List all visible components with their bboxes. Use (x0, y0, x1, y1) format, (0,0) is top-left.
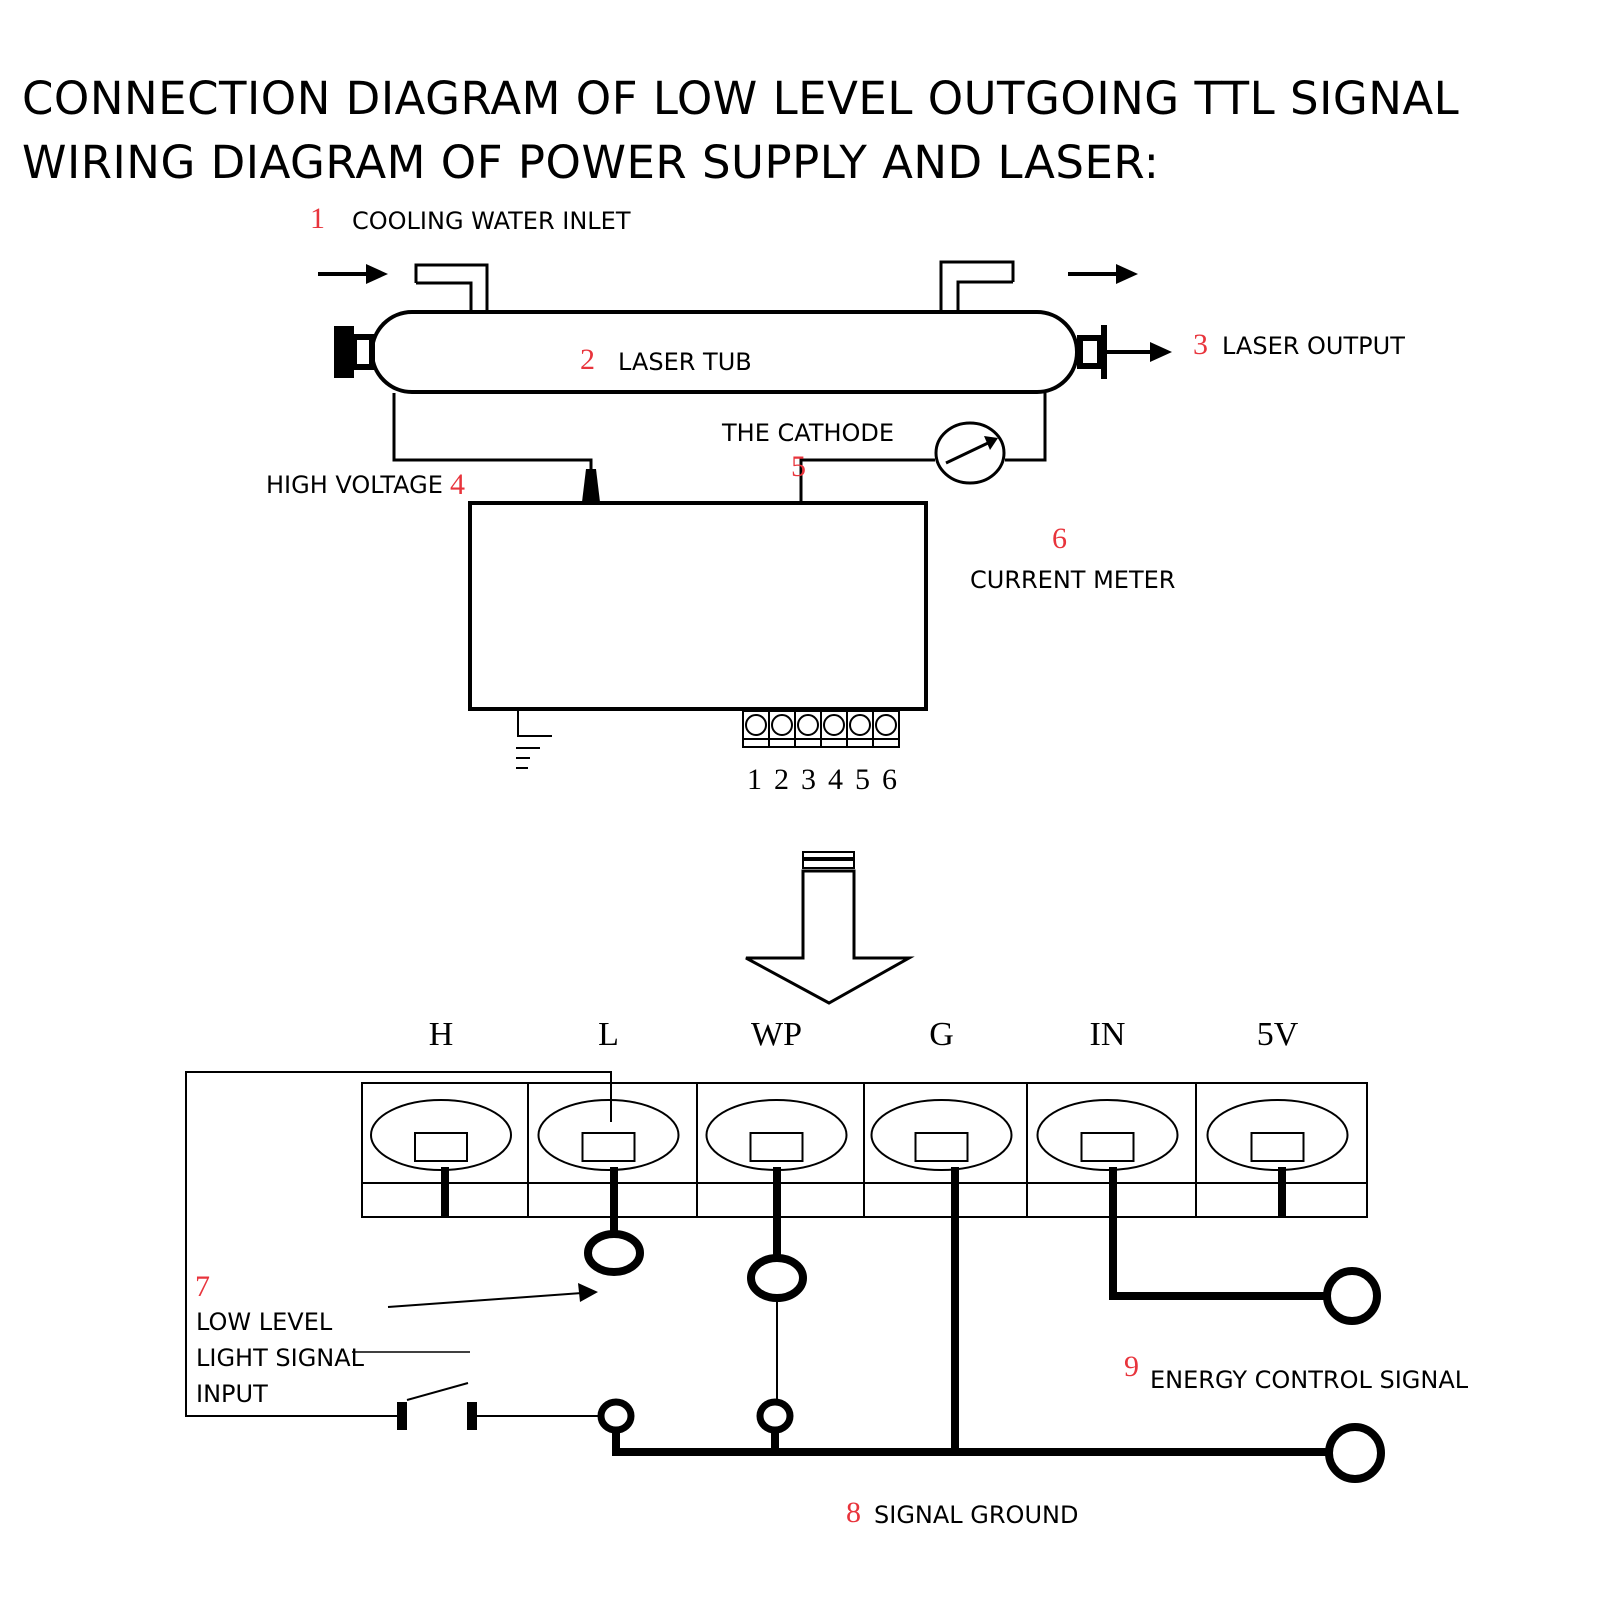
l-terminal-ring (584, 1230, 644, 1276)
callout-7-label-line-3: INPUT (196, 1380, 268, 1408)
signal-ground-ring (1325, 1423, 1385, 1483)
power-supply-terminal-number: 1 (747, 763, 762, 796)
power-supply-terminal (872, 710, 900, 748)
power-supply-terminal (742, 710, 770, 748)
callout-8-label: SIGNAL GROUND (874, 1501, 1078, 1529)
callout-4-number: 4 (450, 468, 465, 501)
down-arrow-icon (745, 851, 915, 1005)
callout-7-number: 7 (195, 1270, 210, 1303)
water-inlet-arrow-icon (318, 264, 388, 284)
outlet-pipe (939, 260, 1015, 311)
power-supply-terminal (846, 710, 874, 748)
callout-2-label: LASER TUB (618, 348, 752, 376)
cathode-wire (799, 393, 1047, 502)
energy-control-wire (1109, 1167, 1328, 1300)
high-voltage-wire (392, 393, 593, 472)
tube-output-window-icon (1077, 325, 1172, 379)
callout-3-label: LASER OUTPUT (1222, 332, 1405, 360)
title-line-1: CONNECTION DIAGRAM OF LOW LEVEL OUTGOING… (22, 72, 1460, 125)
terminal-block-cells (370, 1083, 1349, 1217)
terminal-pin-label: H (429, 1016, 454, 1053)
terminal-screw (1206, 1099, 1349, 1171)
high-voltage-connector-icon (582, 469, 600, 502)
callout-2-number: 2 (580, 343, 595, 376)
callout-8-number: 8 (846, 1496, 861, 1529)
callout-5-label: THE CATHODE (721, 419, 894, 447)
power-supply-terminal-strip (742, 710, 900, 748)
callout-3-number: 3 (1193, 328, 1208, 361)
switch-ground-ring (597, 1398, 635, 1434)
callout-1-label: COOLING WATER INLET (352, 207, 631, 235)
terminal-screw (370, 1099, 512, 1171)
title-line-2: WIRING DIAGRAM OF POWER SUPPLY AND LASER… (22, 136, 1160, 189)
inlet-pipe (414, 263, 489, 311)
current-meter-icon (934, 421, 1006, 485)
wp-terminal-ring (747, 1254, 807, 1302)
callout-7-label-line-1: LOW LEVEL (196, 1308, 333, 1336)
power-supply-terminal (768, 710, 796, 748)
callout-9-number: 9 (1124, 1350, 1139, 1383)
power-supply-terminal (820, 710, 848, 748)
callout-7-label-line-2: LIGHT SIGNAL (196, 1344, 365, 1372)
callout-4-label: HIGH VOLTAGE (266, 471, 443, 499)
callout-6-label: CURRENT METER (970, 566, 1175, 594)
water-outlet-arrow-icon (1068, 264, 1138, 284)
power-supply-box (468, 501, 928, 711)
switch-icon (397, 1382, 477, 1430)
power-supply-terminal-number: 4 (828, 763, 843, 796)
signal-arrow-icon (578, 1283, 598, 1302)
terminal-pin-label: 5V (1257, 1016, 1299, 1053)
terminal-pin-labels: H L WP G IN 5V (429, 1016, 1299, 1053)
terminal-pin-label: IN (1090, 1016, 1126, 1053)
ground-icon (516, 709, 552, 769)
callout-5-number: 5 (791, 450, 806, 483)
terminal-pin-label: WP (751, 1016, 802, 1053)
terminal-pin-label: G (929, 1016, 954, 1053)
tube-rear-cap-icon (334, 326, 375, 378)
power-supply-terminal-number: 6 (882, 763, 897, 796)
terminal-screw (705, 1099, 848, 1171)
power-supply-terminal-number: 3 (801, 763, 816, 796)
light-signal-wire (185, 1071, 612, 1417)
terminal-screw (870, 1099, 1013, 1171)
callout-1-number: 1 (310, 202, 325, 235)
wp-ground-ring (756, 1398, 794, 1434)
power-supply-terminal-number: 2 (774, 763, 789, 796)
power-supply-terminal-number: 5 (855, 763, 870, 796)
terminal-screw (1036, 1099, 1179, 1171)
callout-9-label: ENERGY CONTROL SIGNAL (1150, 1366, 1469, 1394)
terminal-screw (537, 1099, 680, 1171)
callout-6-number: 6 (1052, 522, 1067, 555)
power-supply-terminal (794, 710, 822, 748)
terminal-pin-label: L (598, 1016, 619, 1053)
energy-control-ring (1323, 1267, 1381, 1325)
